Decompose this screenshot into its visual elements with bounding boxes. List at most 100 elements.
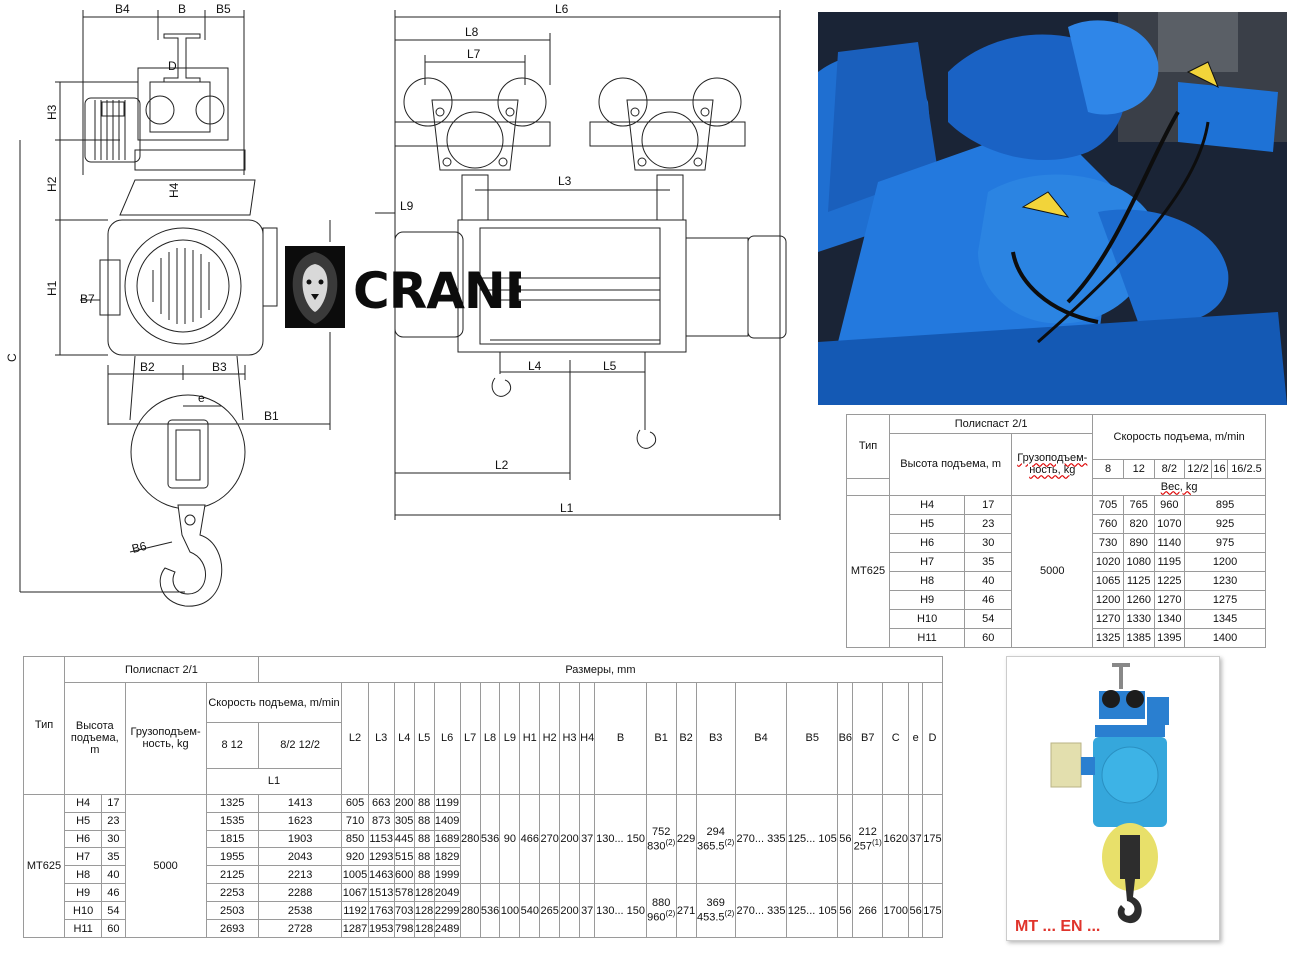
dt-l7-cell: 280 [459, 883, 481, 938]
dt-l5-cell: 88 [413, 829, 435, 849]
dt-col-D: D [921, 682, 944, 795]
wt-weight-cell: 730 [1092, 532, 1124, 553]
label-h2: H2 [45, 176, 59, 192]
dt-col-H3: H3 [559, 682, 580, 795]
dt-col-B2: B2 [675, 682, 697, 795]
wt-weight-cell: 1200 [1092, 589, 1124, 610]
dt-l6-cell: 1999 [433, 865, 461, 885]
dt-e-cell: 56 [908, 883, 923, 938]
wt-weight-cell: 925 [1184, 513, 1266, 534]
dt-l9-cell: 90 [499, 793, 521, 885]
label-b6: B6 [130, 539, 148, 556]
wt-header-capacity-text: Грузоподъем-ность, kg [1017, 452, 1088, 477]
dt-l3-cell: 1953 [367, 919, 395, 938]
dt-header-capacity: Грузоподъем-ность, kg [124, 682, 207, 795]
dt-b3-value: 369 [706, 897, 725, 910]
wt-weight-cell: 1400 [1184, 627, 1266, 649]
dt-h-cell: H7 [63, 847, 103, 867]
wt-h-cell: H4 [888, 494, 966, 515]
label-b5: B5 [216, 2, 231, 16]
dt-l3-cell: 663 [367, 793, 395, 813]
dt-type-cell: MT625 [23, 793, 65, 939]
dt-col-L2: L2 [341, 682, 369, 795]
dt-l5-cell: 128 [413, 883, 435, 903]
wt-speed-4: 16 [1211, 458, 1228, 479]
label-b1: B1 [264, 409, 279, 423]
dt-b5-cell: 125... 105 [786, 793, 839, 885]
front-view-drawing: B4 B B5 D H3 H2 H4 H1 B7 C B2 B3 e B1 B6 [5, 2, 331, 607]
wt-h-cell: H5 [888, 513, 966, 534]
label-e: e [198, 391, 205, 405]
weight-table: Тип Полиспаст 2/1 Скорость подъема, m/mi… [846, 414, 1267, 649]
dt-col-e: e [908, 682, 923, 795]
dt-h1-cell: 540 [519, 883, 541, 938]
wt-weight-cell: 1125 [1122, 570, 1155, 591]
preview-card: MT ... EN ... [1006, 656, 1220, 941]
preview-caption: MT ... EN ... [1015, 918, 1100, 935]
side-view-drawing: L6 L8 L7 L3 L9 L4 L5 L2 L1 [375, 2, 787, 520]
dt-l3-cell: 1293 [367, 847, 395, 867]
dt-l1b-cell: 2538 [257, 901, 343, 921]
wt-weight-cell: 1385 [1122, 627, 1155, 649]
dt-b4-cell: 270... 335 [734, 883, 788, 938]
dt-h-cell: H9 [63, 883, 103, 903]
dt-b7-cell: 266 [852, 883, 884, 938]
wt-header-weight: Вес, kg [1092, 477, 1266, 496]
dt-b1-value: 752 [651, 825, 671, 838]
dt-speed-b: 8/2 12/2 [257, 722, 343, 769]
dt-b2-cell: 229 [675, 793, 697, 885]
dt-b3-value: 294 [706, 825, 725, 838]
dt-l7-cell: 280 [459, 793, 481, 885]
dt-l4-cell: 200 [393, 793, 415, 813]
dt-b1-note: (2) [665, 909, 676, 919]
wt-weight-cell: 1200 [1184, 551, 1266, 572]
dt-b3-note: (2) [724, 909, 735, 919]
dt-h3-cell: 200 [559, 883, 580, 938]
dt-header-speed: Скорость подъема, m/min [205, 682, 343, 724]
dt-b3-note: (2) [724, 837, 735, 847]
wt-m-cell: 17 [964, 494, 1013, 515]
dt-col-L6: L6 [433, 682, 461, 795]
dt-l6-cell: 1409 [433, 811, 461, 831]
dt-b2-cell: 271 [675, 883, 697, 938]
wt-weight-cell: 820 [1122, 513, 1155, 534]
wt-weight-cell: 1395 [1153, 627, 1186, 649]
wt-header-polispast: Полиспаст 2/1 [888, 414, 1094, 434]
dt-l1b-cell: 2213 [257, 865, 343, 885]
dt-m-cell: 17 [101, 793, 126, 813]
dt-l6-cell: 1199 [433, 793, 461, 813]
wt-weight-cell: 1065 [1092, 570, 1124, 591]
label-d: D [168, 59, 177, 73]
dt-h2-cell: 265 [539, 883, 561, 938]
wt-weight-cell: 890 [1122, 532, 1155, 553]
dt-l1b-cell: 2043 [257, 847, 343, 867]
wt-h-cell: H11 [888, 627, 966, 649]
dt-m-cell: 23 [101, 811, 126, 831]
dt-col-L5: L5 [413, 682, 435, 795]
dt-l4-cell: 515 [393, 847, 415, 867]
crane-logo: CRANE [281, 242, 539, 332]
dt-m-cell: 46 [101, 883, 126, 903]
dt-l3-cell: 1153 [367, 829, 395, 849]
dt-col-B3: B3 [695, 682, 736, 795]
wt-h-cell: H9 [888, 589, 966, 610]
dt-l3-cell: 873 [367, 811, 395, 831]
dt-b-cell: 130... 150 [594, 793, 647, 885]
wt-header-speed: Скорость подъема, m/min [1092, 414, 1266, 460]
dt-h-cell: H5 [63, 811, 103, 831]
dt-l2-cell: 1005 [341, 865, 369, 885]
dt-l4-cell: 305 [393, 811, 415, 831]
dt-l5-cell: 88 [413, 793, 435, 813]
label-b4: B4 [115, 2, 130, 16]
dt-l1b-cell: 1413 [257, 793, 343, 813]
dt-h4-cell: 37 [578, 883, 596, 938]
dt-c-cell: 1620 [882, 793, 910, 885]
wt-m-cell: 30 [964, 532, 1013, 553]
dt-header-sizes: Размеры, mm [257, 655, 944, 684]
